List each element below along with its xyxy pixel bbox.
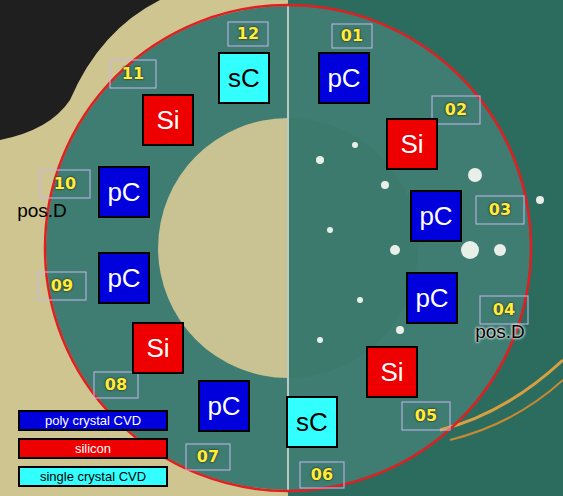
- detector-box: pC: [98, 166, 150, 218]
- detector-box: pC: [406, 272, 458, 324]
- detector-type: pC: [207, 393, 240, 419]
- legend-swatch: single crystal CVD: [18, 466, 168, 487]
- callout-number: 06: [311, 467, 333, 483]
- detector-box: pC: [198, 380, 250, 432]
- detector-type: Si: [146, 335, 169, 361]
- detector-type: Si: [400, 131, 423, 157]
- detector-type: Si: [156, 107, 179, 133]
- callout-number: 01: [341, 28, 363, 44]
- detector-type: pC: [415, 285, 448, 311]
- detector-type: pC: [107, 265, 140, 291]
- callout-number: 09: [51, 278, 73, 294]
- callout-number: 04: [493, 302, 515, 318]
- detector-box: pC: [98, 252, 150, 304]
- legend-text: silicon: [75, 441, 111, 456]
- callout-number: 08: [105, 377, 127, 393]
- legend-text: poly crystal CVD: [45, 413, 141, 428]
- detector-box: sC: [286, 396, 338, 448]
- detector-box: Si: [132, 322, 184, 374]
- legend-swatch: silicon: [18, 438, 168, 459]
- callout-number: 05: [415, 408, 437, 424]
- detector-box: pC: [318, 52, 370, 104]
- detector-type: sC: [228, 65, 260, 91]
- callout-number: 03: [489, 202, 511, 218]
- callout-number: 11: [122, 66, 144, 82]
- detector-box: Si: [366, 346, 418, 398]
- position-label: pos.D: [17, 201, 67, 220]
- legend-swatch: poly crystal CVD: [18, 410, 168, 431]
- detector-box: sC: [218, 52, 270, 104]
- callout-number: 10: [54, 176, 76, 192]
- legend-text: single crystal CVD: [40, 469, 146, 484]
- callout-number: 12: [237, 26, 259, 42]
- detector-type: pC: [419, 203, 452, 229]
- detector-type: pC: [327, 65, 360, 91]
- detector-type: pC: [107, 179, 140, 205]
- position-label: pos.D: [475, 322, 525, 341]
- detector-type: sC: [296, 409, 328, 435]
- callout-number: 02: [445, 102, 467, 118]
- detector-box: Si: [386, 118, 438, 170]
- callout-number: 07: [197, 449, 219, 465]
- detector-box: Si: [142, 94, 194, 146]
- detector-type: Si: [380, 359, 403, 385]
- detector-box: pC: [410, 190, 462, 242]
